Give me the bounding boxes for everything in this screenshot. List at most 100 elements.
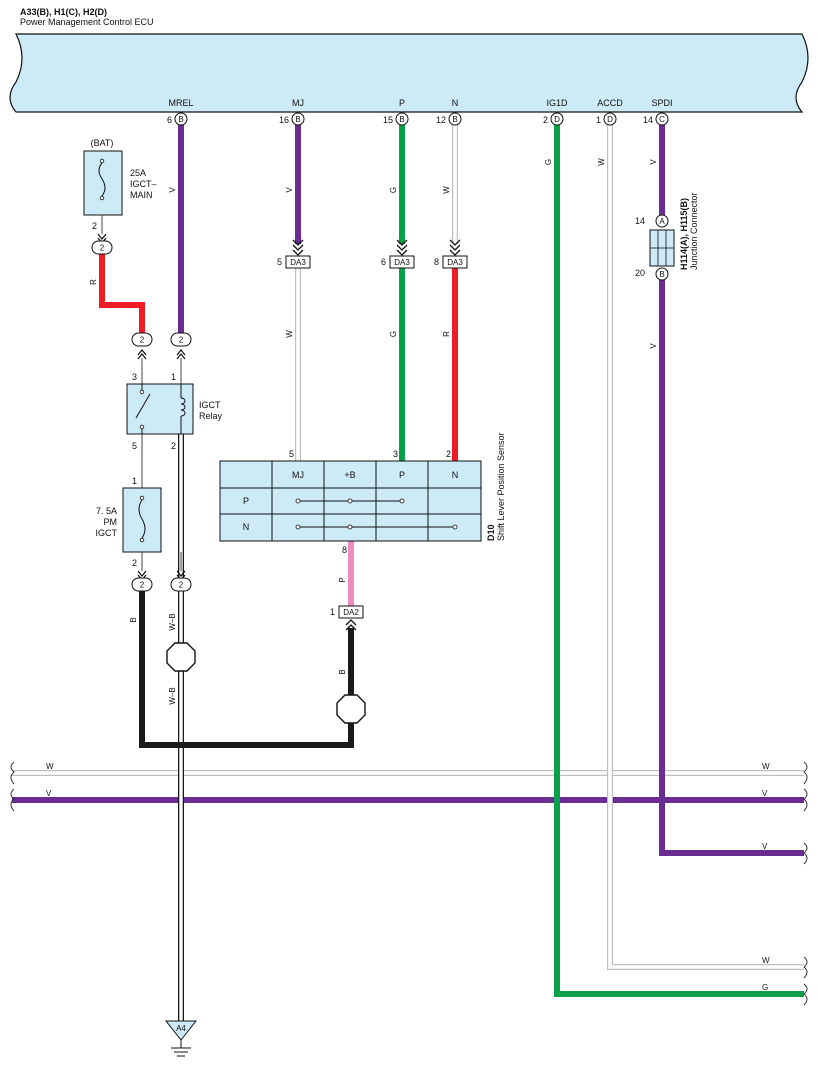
wire-label-sensor-out: P [338, 577, 347, 582]
terminal-circle-mrel: B [174, 112, 188, 126]
terminal-name-n: N [452, 98, 459, 108]
sensor-col-n: N [452, 470, 459, 480]
sensor-name: Shift Lever Position Sensor [496, 432, 506, 541]
fuse-pm-pin-bottom: 2 [132, 558, 137, 568]
wire-label-spdi-upper: V [649, 159, 658, 165]
shift-lever-sensor: 5 3 2 MJ +B P N P N 8 D10 Shift Lever Po… [219, 432, 506, 555]
break-mark-spdi-right [803, 842, 808, 865]
relay-coil [180, 397, 186, 417]
wire-label-mj-lower: W [285, 330, 294, 338]
sensor-pin-mj: 5 [289, 449, 294, 459]
ground-a4: A4 [164, 1020, 198, 1057]
wire-label-n-lower: R [442, 331, 451, 337]
relay-pin-1: 1 [171, 372, 176, 382]
terminal-circle-spdi: C [655, 112, 669, 126]
wire-label-relay-out: W–B [168, 613, 177, 630]
fuse-pm-rating: 7. 5A [96, 506, 117, 516]
jc-code: H114(A), H115(B) [679, 198, 689, 270]
splice-point-b [336, 694, 366, 724]
sensor-pin-n: 2 [446, 449, 451, 459]
jc-pin-bottom: 20 [635, 268, 645, 278]
wire-label-bus-w-right: W [762, 762, 770, 771]
fuse-pm-dot-bottom [139, 537, 145, 543]
terminal-pin-n: 12 [436, 115, 446, 125]
wire-ig1d [554, 125, 804, 997]
terminal-name-spdi: SPDI [651, 98, 672, 108]
ecu-terminals: MREL MJ P N IG1D ACCD SPDI 6 16 15 12 2 … [167, 98, 673, 125]
terminal-name-ig1d: IG1D [546, 98, 568, 108]
wire-fuse-to-relay [99, 254, 145, 334]
wire-accd [607, 125, 804, 970]
sensor-row-p: P [243, 496, 249, 506]
fuse-main-name-1: IGCT– [130, 179, 157, 189]
terminal-pin-mj: 16 [279, 115, 289, 125]
relay-arrow-right [176, 349, 186, 360]
wire-label-accd: W [597, 158, 606, 166]
wire-spdi-lower [659, 280, 804, 856]
relay-junction-right-label: 2 [179, 336, 184, 345]
header-component: Power Management Control ECU [20, 17, 154, 27]
fuse-pm-junction-label: 2 [140, 581, 145, 590]
jc-conn-bottom: B [659, 270, 664, 279]
ecu-terminal-circles: B B B B D D C [174, 112, 669, 126]
terminal-conn-p: B [399, 115, 404, 124]
relay-switch-arm [135, 393, 151, 419]
relay-junction-right [170, 332, 192, 347]
da3-connectors: DA3 5 DA3 6 DA3 8 [277, 239, 468, 269]
fuse-pm-pin-top: 1 [132, 476, 137, 486]
relay-junction-left [131, 332, 153, 347]
jc-conn-top: A [659, 217, 665, 226]
da3-connector-n: DA3 8 [434, 239, 468, 269]
terminal-circle-accd: D [603, 112, 617, 126]
break-mark-v-left [10, 788, 15, 812]
wire-label-p-lower: G [389, 331, 398, 337]
break-mark-ig1d-right [803, 983, 808, 1006]
da3-n-pin: 8 [434, 257, 439, 267]
junction-connector: 14 A 20 B H114(A), H115(B) Junction Conn… [635, 192, 699, 281]
header-connectors: A33(B), H1(C), H2(D) [20, 7, 107, 17]
da2-connector: DA2 1 [330, 605, 364, 631]
relay-pin-2: 2 [171, 441, 176, 451]
terminal-circle-n: B [448, 112, 462, 126]
relay-junction-bottom [170, 577, 192, 592]
terminal-conn-accd: D [607, 115, 613, 124]
terminal-conn-ig1d: D [554, 115, 560, 124]
fuse-igct-main: (BAT) 25A IGCT– MAIN 2 2 [83, 138, 157, 255]
sensor-code: D10 [486, 524, 496, 541]
terminal-name-p: P [399, 98, 405, 108]
sensor-pin-out: 8 [342, 545, 347, 555]
fuse-main-rating: 25A [130, 168, 146, 178]
relay-pin-3: 3 [132, 372, 137, 382]
wire-label-mj-upper: V [285, 187, 294, 193]
wire-label-accd-right: W [762, 956, 770, 965]
da3-p-code: DA3 [394, 258, 410, 267]
da3-mj-pin: 5 [277, 257, 282, 267]
sensor-col-plus-b: +B [344, 470, 355, 480]
wire-label-spdi-lower: V [649, 343, 658, 349]
wire-label-bus-v-right: V [762, 789, 768, 798]
sensor-row-n: N [243, 522, 250, 532]
wire-label-n-upper: W [442, 186, 451, 194]
wire-label-spdi-right: V [762, 842, 768, 851]
break-mark-accd-right [803, 956, 808, 979]
da2-code: DA2 [343, 608, 359, 617]
wire-label-relay-out-lower: W–B [168, 687, 177, 704]
terminal-pin-accd: 1 [596, 115, 601, 125]
fuse-main-dot-top [99, 158, 105, 164]
fuse-main-element [98, 162, 106, 197]
wire-pm-out [139, 590, 354, 748]
bus-break-marks [10, 761, 808, 1006]
terminal-circle-p: B [395, 112, 409, 126]
sensor-col-mj: MJ [292, 470, 304, 480]
terminal-name-mj: MJ [292, 98, 304, 108]
jc-name: Junction Connector [689, 192, 699, 270]
wire-label-pm-out: B [129, 617, 138, 622]
fuse-main-pin: 2 [92, 221, 97, 231]
terminal-pin-spdi: 14 [643, 115, 653, 125]
fuse-pm-junction [131, 577, 153, 592]
da3-connector-mj: DA3 5 [277, 239, 311, 269]
wire-color-labels: V V G W W G R G W V V R B W–B W–B P B W … [46, 158, 770, 992]
relay-contact-bottom [139, 424, 145, 430]
sensor-col-p: P [399, 470, 405, 480]
igct-relay: 2 2 3 1 IGCT Relay 5 2 [126, 332, 223, 451]
